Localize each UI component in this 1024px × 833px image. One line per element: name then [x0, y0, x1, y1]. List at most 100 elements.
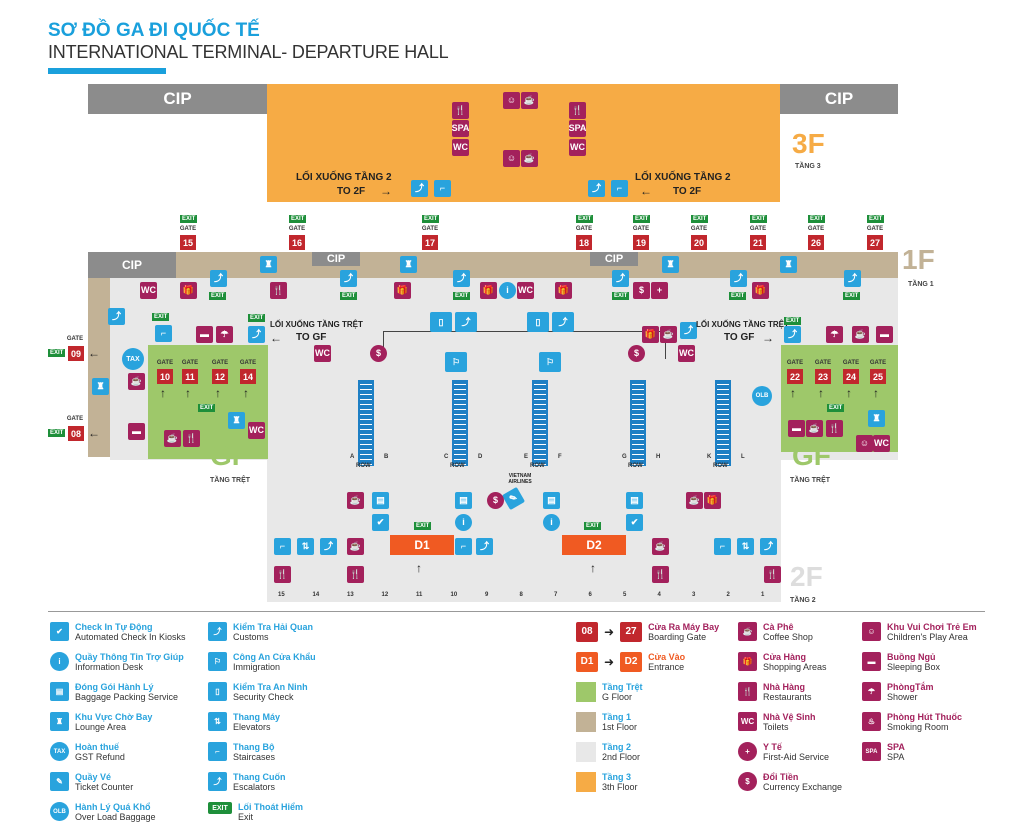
exit-sign[interactable]: EXIT [48, 349, 66, 357]
restaurant-icon[interactable]: 🍴 [347, 566, 364, 583]
baggage-packing-icon[interactable]: ▤ [372, 492, 389, 509]
coffee-icon[interactable]: ☕ [347, 492, 364, 509]
checkin-row[interactable] [630, 380, 646, 466]
baggage-packing-icon[interactable]: ▤ [626, 492, 643, 509]
exit-sign[interactable]: EXIT [612, 292, 630, 300]
wc-icon[interactable]: WC [517, 282, 534, 299]
shopping-icon[interactable]: 🎁 [394, 282, 411, 299]
gate-09[interactable]: 09 [68, 346, 84, 361]
restaurant-icon[interactable]: 🍴 [452, 102, 469, 119]
wc-icon[interactable]: WC [452, 139, 469, 156]
restaurant-icon[interactable]: 🍴 [652, 566, 669, 583]
sleeping-box-icon[interactable]: ▬ [128, 423, 145, 440]
gate-23[interactable]: 23 [815, 369, 831, 384]
exit-sign[interactable]: EXIT [48, 429, 66, 437]
wc-icon[interactable]: WC [873, 435, 890, 452]
spa-icon[interactable]: SPA [569, 120, 586, 137]
coffee-icon[interactable]: ☕ [347, 538, 364, 555]
information-icon[interactable]: i [455, 514, 472, 531]
gst-refund-icon[interactable]: TAX [122, 348, 144, 370]
exit-sign[interactable]: EXIT [198, 404, 216, 412]
checkin-row[interactable] [715, 380, 731, 466]
exit-sign[interactable]: EXIT [209, 292, 227, 300]
exit-sign[interactable]: EXIT [584, 522, 602, 530]
wc-icon[interactable]: WC [248, 422, 265, 439]
first-aid-icon[interactable]: + [651, 282, 668, 299]
sleeping-box-icon[interactable]: ▬ [196, 326, 213, 343]
restaurant-icon[interactable]: 🍴 [270, 282, 287, 299]
shower-icon[interactable]: ☂ [826, 326, 843, 343]
gate-20[interactable]: 20 [691, 235, 707, 250]
customs-icon[interactable]: ⤴ [455, 312, 477, 332]
escalator-icon[interactable]: ⤴ [612, 270, 629, 287]
sleeping-box-icon[interactable]: ▬ [876, 326, 893, 343]
wc-icon[interactable]: WC [678, 345, 695, 362]
gate-19[interactable]: 19 [633, 235, 649, 250]
baggage-packing-icon[interactable]: ▤ [455, 492, 472, 509]
play-area-icon[interactable]: ☺ [503, 92, 520, 109]
lounge-icon[interactable]: ♜ [400, 256, 417, 273]
exit-sign[interactable]: EXIT [750, 215, 768, 223]
shopping-icon[interactable]: 🎁 [480, 282, 497, 299]
escalator-icon[interactable]: ⤴ [108, 308, 125, 325]
stairs-icon[interactable]: ⌐ [155, 325, 172, 342]
restaurant-icon[interactable]: 🍴 [764, 566, 781, 583]
stairs-icon[interactable]: ⌐ [611, 180, 628, 197]
gate-22[interactable]: 22 [787, 369, 803, 384]
escalator-icon[interactable]: ⤴ [476, 538, 493, 555]
exit-sign[interactable]: EXIT [843, 292, 861, 300]
play-area-icon[interactable]: ☺ [856, 435, 873, 452]
exit-sign[interactable]: EXIT [289, 215, 307, 223]
gate-16[interactable]: 16 [289, 235, 305, 250]
restaurant-icon[interactable]: 🍴 [826, 420, 843, 437]
immigration-icon[interactable]: ⚐ [445, 352, 467, 372]
exit-sign[interactable]: EXIT [808, 215, 826, 223]
exit-sign[interactable]: EXIT [784, 317, 802, 325]
baggage-packing-icon[interactable]: ▤ [543, 492, 560, 509]
spa-icon[interactable]: SPA [452, 120, 469, 137]
coffee-icon[interactable]: ☕ [660, 326, 677, 343]
shopping-icon[interactable]: 🎁 [752, 282, 769, 299]
lounge-icon[interactable]: ♜ [868, 410, 885, 427]
coffee-icon[interactable]: ☕ [686, 492, 703, 509]
lounge-icon[interactable]: ♜ [780, 256, 797, 273]
coffee-icon[interactable]: ☕ [852, 326, 869, 343]
exit-sign[interactable]: EXIT [248, 314, 266, 322]
sleeping-box-icon[interactable]: ▬ [788, 420, 805, 437]
coffee-icon[interactable]: ☕ [652, 538, 669, 555]
gate-10[interactable]: 10 [157, 369, 173, 384]
immigration-icon[interactable]: ⚐ [539, 352, 561, 372]
gate-11[interactable]: 11 [182, 369, 198, 384]
shower-icon[interactable]: ☂ [216, 326, 233, 343]
gate-15[interactable]: 15 [180, 235, 196, 250]
exit-sign[interactable]: EXIT [576, 215, 594, 223]
checkin-row[interactable] [358, 380, 374, 466]
gate-12[interactable]: 12 [212, 369, 228, 384]
gate-26[interactable]: 26 [808, 235, 824, 250]
escalator-icon[interactable]: ⤴ [844, 270, 861, 287]
wc-icon[interactable]: WC [140, 282, 157, 299]
elevator-icon[interactable]: ⇅ [737, 538, 754, 555]
exit-sign[interactable]: EXIT [827, 404, 845, 412]
exit-sign[interactable]: EXIT [867, 215, 885, 223]
restaurant-icon[interactable]: 🍴 [274, 566, 291, 583]
entrance-d2[interactable]: D2 [562, 535, 626, 555]
escalator-icon[interactable]: ⤴ [210, 270, 227, 287]
escalator-icon[interactable]: ⤴ [411, 180, 428, 197]
shopping-icon[interactable]: 🎁 [555, 282, 572, 299]
olb-icon[interactable]: OLB [752, 386, 772, 406]
play-area-icon[interactable]: ☺ [503, 150, 520, 167]
escalator-icon[interactable]: ⤴ [760, 538, 777, 555]
checkin-kiosk-icon[interactable]: ✔ [626, 514, 643, 531]
lounge-icon[interactable]: ♜ [228, 412, 245, 429]
checkin-row[interactable] [452, 380, 468, 466]
escalator-icon[interactable]: ⤴ [340, 270, 357, 287]
gate-17[interactable]: 17 [422, 235, 438, 250]
customs-icon[interactable]: ⤴ [552, 312, 574, 332]
exit-sign[interactable]: EXIT [453, 292, 471, 300]
coffee-icon[interactable]: ☕ [521, 92, 538, 109]
gate-14[interactable]: 14 [240, 369, 256, 384]
exit-sign[interactable]: EXIT [152, 313, 170, 321]
shopping-icon[interactable]: 🎁 [642, 326, 659, 343]
wc-icon[interactable]: WC [569, 139, 586, 156]
